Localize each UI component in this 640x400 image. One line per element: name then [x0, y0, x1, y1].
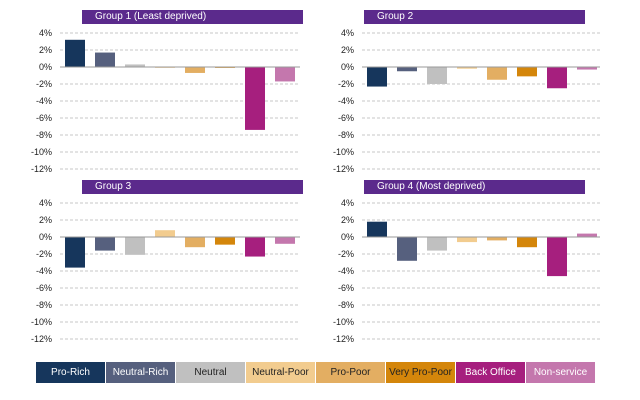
y-tick-label: -10% — [31, 147, 52, 157]
y-tick-label: -12% — [31, 164, 52, 174]
y-tick-label: 2% — [341, 45, 354, 55]
y-tick-label: -8% — [36, 300, 52, 310]
bar-pro-rich — [65, 237, 85, 268]
y-tick-label: -12% — [333, 334, 354, 344]
bar-back-office — [245, 237, 265, 257]
y-tick-label: 4% — [39, 198, 52, 208]
y-tick-label: 2% — [341, 215, 354, 225]
bar-non-service — [577, 233, 597, 237]
bar-pro-rich — [65, 39, 85, 67]
y-tick-label: 2% — [39, 215, 52, 225]
y-tick-label: 4% — [341, 28, 354, 38]
bar-non-service — [577, 67, 597, 70]
legend-item-neutral-poor: Neutral-Poor — [246, 362, 315, 383]
y-tick-label: -6% — [338, 113, 354, 123]
y-tick-label: 0% — [341, 62, 354, 72]
bar-neutral-poor — [457, 67, 477, 69]
bar-neutral-poor — [457, 237, 477, 243]
y-tick-label: -6% — [338, 283, 354, 293]
panel-group-3: 4% 2% 0% -2% -4% -6% -8% -10% -12% — [31, 198, 300, 344]
bar-neutral — [427, 237, 447, 251]
panel-group-2: 4% 2% 0% -2% -4% -6% -8% -10% -12% — [333, 28, 600, 174]
bar-neutral-rich — [95, 52, 115, 67]
y-tick-label: -12% — [31, 334, 52, 344]
bar-pro-rich — [367, 67, 387, 87]
y-tick-label: -6% — [36, 113, 52, 123]
y-tick-label: -4% — [36, 96, 52, 106]
legend-item-very-pro-poor: Very Pro-Poor — [386, 362, 455, 383]
bar-pro-poor — [185, 237, 205, 248]
bar-pro-poor — [185, 67, 205, 73]
y-tick-label: -2% — [338, 249, 354, 259]
panel-group-4: 4% 2% 0% -2% -4% -6% -8% -10% -12% — [333, 198, 600, 344]
y-tick-label: -10% — [333, 147, 354, 157]
bar-neutral-rich — [95, 237, 115, 251]
y-tick-label: 4% — [39, 28, 52, 38]
legend-item-back-office: Back Office — [456, 362, 525, 383]
y-tick-label: -8% — [36, 130, 52, 140]
y-tick-label: 0% — [341, 232, 354, 242]
y-tick-label: -2% — [36, 79, 52, 89]
bar-neutral — [427, 67, 447, 84]
panel-group-1: 4% 2% 0% -2% -4% -6% -8% -10% -12% — [31, 28, 300, 174]
bar-very-pro-poor — [517, 237, 537, 248]
y-tick-label: -2% — [36, 249, 52, 259]
bar-neutral-rich — [397, 237, 417, 261]
y-tick-label: 2% — [39, 45, 52, 55]
bar-very-pro-poor — [215, 237, 235, 245]
y-tick-label: -2% — [338, 79, 354, 89]
legend: Pro-Rich Neutral-Rich Neutral Neutral-Po… — [36, 362, 595, 383]
bar-neutral-rich — [397, 67, 417, 72]
bar-neutral-poor — [155, 230, 175, 237]
y-tick-label: -8% — [338, 130, 354, 140]
bar-pro-poor — [487, 67, 507, 80]
bar-neutral — [125, 237, 145, 255]
legend-item-pro-poor: Pro-Poor — [316, 362, 385, 383]
bar-back-office — [547, 67, 567, 89]
legend-item-neutral: Neutral — [176, 362, 245, 383]
bar-non-service — [275, 237, 295, 244]
y-tick-label: -10% — [31, 317, 52, 327]
panel-title-group-4: Group 4 (Most deprived) — [364, 180, 585, 194]
y-tick-label: -8% — [338, 300, 354, 310]
legend-item-neutral-rich: Neutral-Rich — [106, 362, 175, 383]
bar-back-office — [547, 237, 567, 277]
y-tick-label: -12% — [333, 164, 354, 174]
y-tick-label: -4% — [36, 266, 52, 276]
y-tick-label: -4% — [338, 266, 354, 276]
y-tick-label: 4% — [341, 198, 354, 208]
y-tick-label: -6% — [36, 283, 52, 293]
legend-item-pro-rich: Pro-Rich — [36, 362, 105, 383]
bar-non-service — [275, 67, 295, 82]
y-tick-label: 0% — [39, 232, 52, 242]
panel-title-group-3: Group 3 — [82, 180, 303, 194]
bar-neutral — [125, 64, 145, 67]
bar-pro-poor — [487, 237, 507, 241]
bar-very-pro-poor — [517, 67, 537, 77]
bar-pro-rich — [367, 221, 387, 237]
y-tick-label: -4% — [338, 96, 354, 106]
panel-title-group-1: Group 1 (Least deprived) — [82, 10, 303, 24]
bar-back-office — [245, 67, 265, 130]
panel-title-group-2: Group 2 — [364, 10, 585, 24]
legend-item-non-service: Non-service — [526, 362, 595, 383]
y-tick-label: 0% — [39, 62, 52, 72]
y-tick-label: -10% — [333, 317, 354, 327]
